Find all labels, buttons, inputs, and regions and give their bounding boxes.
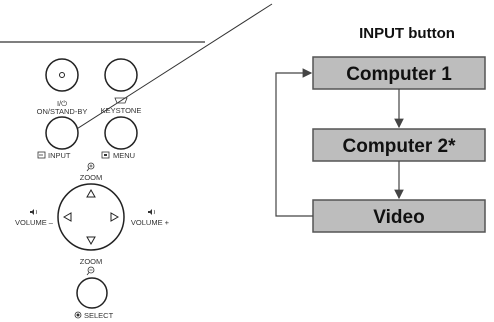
power-dot-icon xyxy=(59,72,65,78)
computer-1-box xyxy=(312,56,486,90)
zoom-bottom-label: ZOOM xyxy=(80,257,103,266)
zoom-top-label: ZOOM xyxy=(80,173,103,182)
speaker-plus-icon xyxy=(148,209,156,215)
direction-pad[interactable] xyxy=(57,183,125,251)
speaker-minus-icon xyxy=(30,209,38,215)
video-box xyxy=(312,199,486,233)
video-label: Video xyxy=(373,207,424,228)
cycle-heading: INPUT button xyxy=(359,25,455,42)
arrow-down-icon[interactable] xyxy=(86,236,96,246)
input-label: INPUT xyxy=(48,151,71,160)
menu-icon xyxy=(101,151,110,159)
select-icon xyxy=(74,311,82,319)
zoom-in-icon xyxy=(86,162,95,172)
keystone-button[interactable] xyxy=(104,58,138,92)
select-label: SELECT xyxy=(84,311,114,320)
zoom-out-icon xyxy=(86,266,95,276)
computer-2-label: Computer 2* xyxy=(343,136,457,157)
select-button[interactable] xyxy=(76,277,108,309)
volume-minus-label: VOLUME – xyxy=(15,218,54,227)
arrow-left-icon[interactable] xyxy=(62,212,72,222)
input-icon xyxy=(37,151,46,159)
volume-plus-label: VOLUME + xyxy=(131,218,170,227)
arrow-right-icon[interactable] xyxy=(110,212,120,222)
computer-1-label: Computer 1 xyxy=(346,64,452,85)
menu-label: MENU xyxy=(113,151,135,160)
pointer-line xyxy=(71,3,273,133)
arrow-video-to-computer1-loop xyxy=(275,68,313,217)
input-button[interactable] xyxy=(45,116,79,150)
keystone-icon xyxy=(114,97,128,104)
power-button[interactable] xyxy=(45,58,79,92)
power-label: I/⏻ON/STAND-BY xyxy=(37,99,88,116)
menu-button[interactable] xyxy=(104,116,138,150)
keystone-label: KEYSTONE xyxy=(101,106,142,115)
arrow-up-icon[interactable] xyxy=(86,188,96,198)
computer-2-box xyxy=(312,128,486,162)
